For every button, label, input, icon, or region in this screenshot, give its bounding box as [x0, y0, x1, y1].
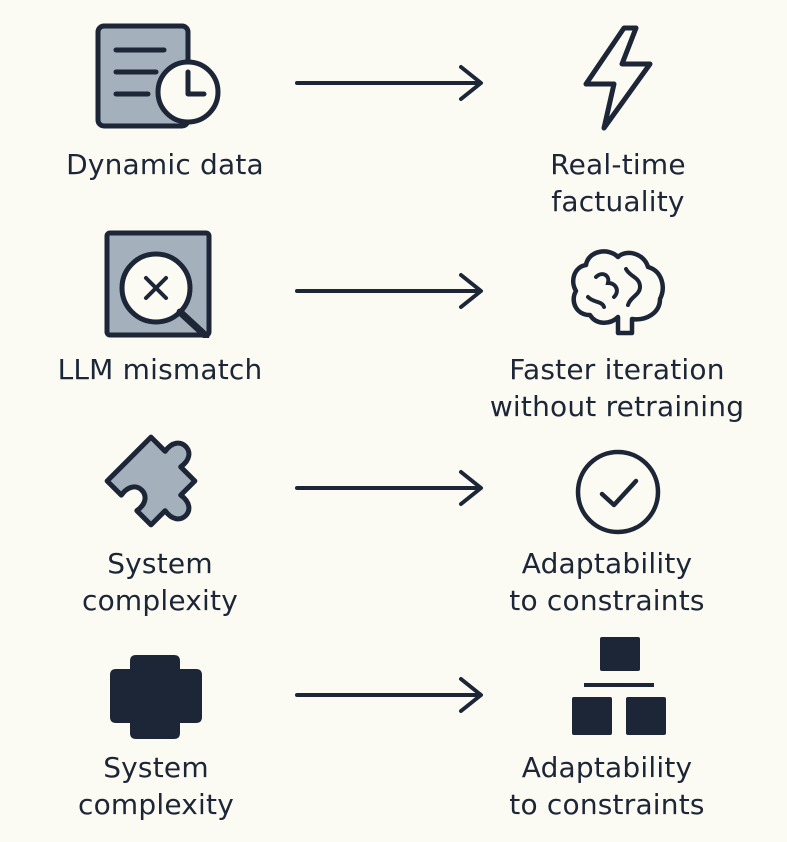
row-system-complexity-1: System complexity Adaptability to constr… — [0, 420, 787, 620]
row-llm-mismatch: LLM mismatch Faster iteration without re… — [0, 225, 787, 425]
label-system-complexity-1: System complexity — [82, 547, 238, 617]
row-dynamic-data: Dynamic data Real-time factuality — [0, 0, 787, 218]
label-adaptability-1: Adaptability to constraints — [509, 547, 705, 617]
label-llm-mismatch: LLM mismatch — [57, 353, 263, 386]
label-faster-iteration: Faster iteration without retraining — [489, 353, 745, 423]
row-system-complexity-2: System complexity Adaptability to constr… — [0, 625, 787, 825]
magnifier-x-icon — [104, 230, 212, 338]
label-adaptability-2: Adaptability to constraints — [509, 751, 705, 821]
document-clock-icon — [95, 23, 221, 129]
label-system-complexity-2: System complexity — [78, 751, 234, 821]
arrow-1 — [295, 65, 483, 101]
check-circle-icon — [575, 449, 661, 535]
brain-icon — [571, 249, 665, 336]
lightning-icon — [583, 25, 653, 131]
label-dynamic-data: Dynamic data — [66, 148, 264, 181]
label-real-time-factuality: Real-time factuality — [550, 148, 686, 218]
arrow-3 — [295, 470, 483, 506]
arrow-2 — [295, 273, 483, 309]
cross-shape-icon — [110, 655, 202, 739]
hierarchy-blocks-icon — [572, 637, 666, 735]
arrow-4 — [295, 677, 483, 713]
puzzle-piece-icon — [104, 434, 198, 528]
